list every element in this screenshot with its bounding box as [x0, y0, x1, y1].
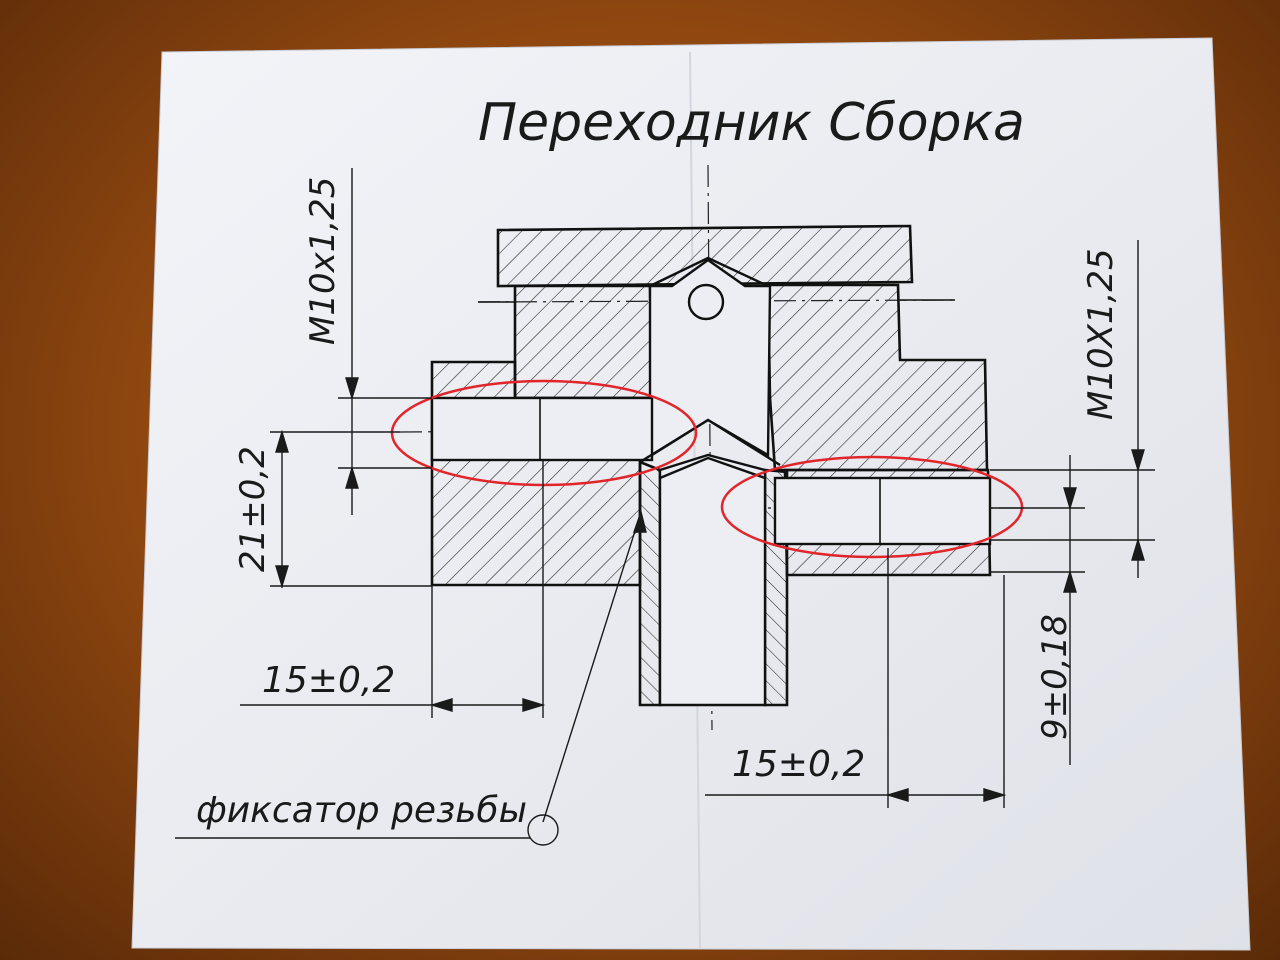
- dim-offset-right: 9±0,18: [1035, 614, 1075, 740]
- highlight-ellipse-left: [390, 379, 698, 487]
- callout-thread-locker: фиксатор резьбы: [196, 790, 527, 831]
- drawing-title: Переходник Сборка: [478, 93, 1025, 153]
- dimension-bottom-left: [240, 460, 546, 718]
- cross-hole: [687, 283, 725, 321]
- dimension-left-thread: [338, 168, 432, 515]
- dimension-right-thread: [990, 240, 1155, 578]
- part-bores: [430, 258, 992, 707]
- dim-thread-right: M10X1,25: [1081, 248, 1121, 420]
- dim-thread-left: M10x1,25: [303, 177, 343, 345]
- drill-points: [639, 256, 781, 480]
- dimension-bottom-right: [705, 548, 1007, 808]
- thread-lines: [478, 299, 955, 544]
- dimension-left-height: [270, 429, 432, 589]
- dimension-right-offset: [990, 455, 1085, 765]
- dim-width-bottom-right: 15±0,2: [732, 744, 865, 785]
- dim-height-left: 21±0,2: [233, 446, 273, 572]
- dim-width-bottom-left: 15±0,2: [262, 660, 395, 701]
- highlight-ellipse-right: [720, 455, 1024, 559]
- callout-leader: [175, 509, 647, 846]
